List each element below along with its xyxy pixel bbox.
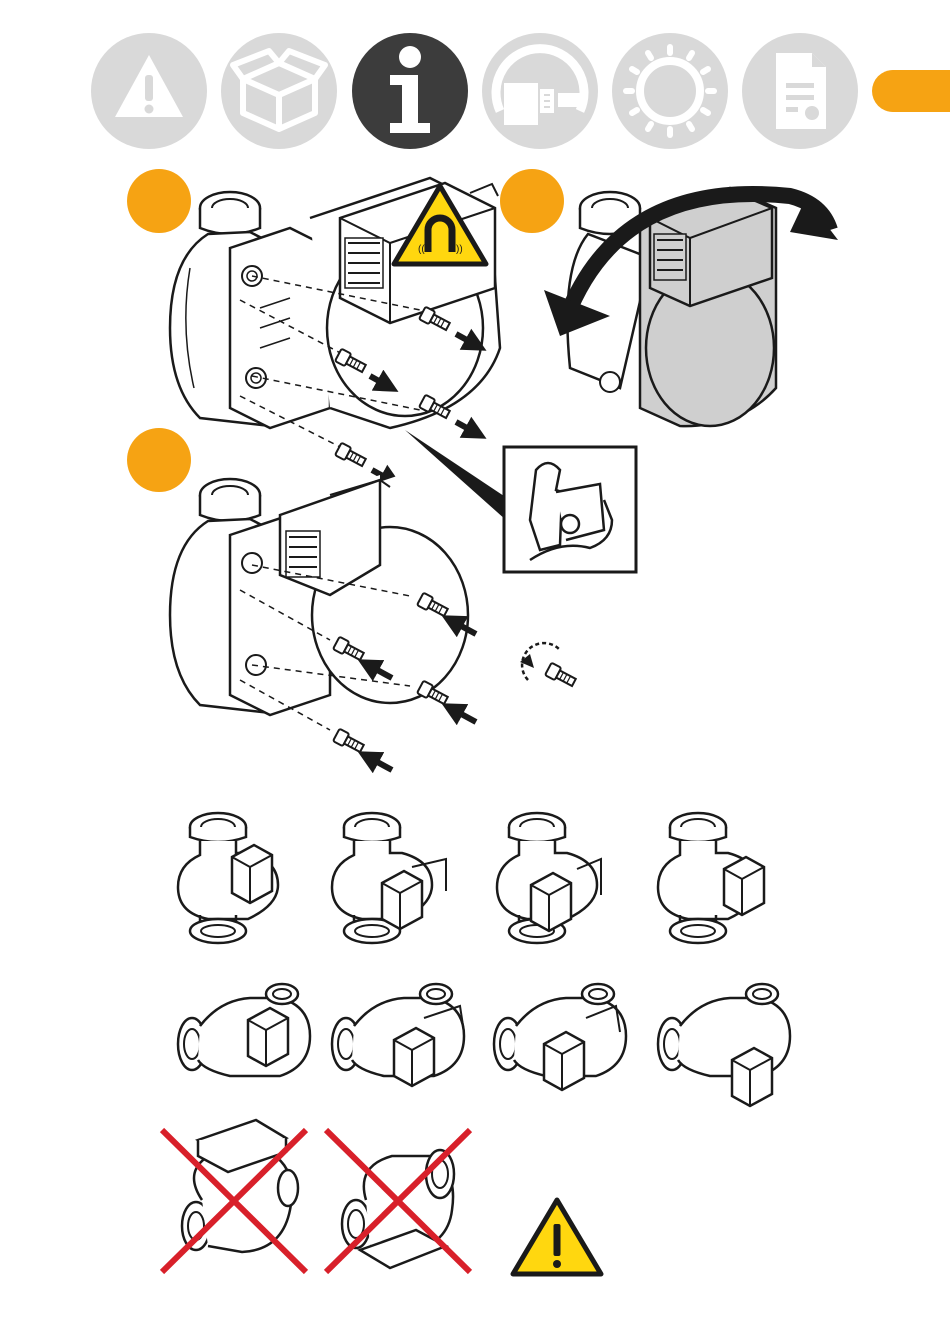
orientation-vertical-3	[497, 813, 601, 943]
caution-warning-icon	[513, 1200, 601, 1274]
pump-step-3	[170, 465, 468, 715]
step-3-marker	[127, 428, 191, 492]
dial-icon[interactable]	[612, 33, 728, 149]
box-icon[interactable]	[221, 33, 337, 149]
orientation-vertical-1	[178, 813, 278, 943]
orientation-forbidden-1	[162, 1120, 306, 1272]
orientation-vertical-2	[332, 813, 446, 943]
header-icon-bar	[91, 33, 950, 149]
svg-text:((: ((	[418, 244, 425, 255]
section-tab	[872, 70, 950, 112]
orientation-horizontal-4	[658, 984, 790, 1106]
tighten-screw-icon	[520, 643, 577, 689]
step-2-marker	[500, 169, 564, 233]
step-1-marker	[127, 169, 191, 233]
orientation-horizontal-1	[178, 984, 310, 1076]
document-icon[interactable]	[742, 33, 858, 149]
orientation-vertical-4	[658, 813, 764, 943]
step-2-rotate-motor-head	[500, 169, 838, 426]
horizontal-orientations-allowed	[178, 984, 790, 1106]
vertical-orientations-allowed	[178, 813, 764, 943]
warning-icon[interactable]	[91, 33, 207, 149]
orientation-forbidden-2	[326, 1130, 470, 1272]
grip-detail-callout	[504, 447, 636, 572]
orientation-horizontal-2	[332, 984, 464, 1086]
orientation-horizontal-3	[494, 984, 626, 1090]
pump-step-2	[567, 188, 776, 426]
tap-icon[interactable]	[482, 33, 598, 149]
orientations-not-allowed	[162, 1120, 470, 1272]
info-icon[interactable]	[352, 33, 468, 149]
svg-text:)): ))	[456, 244, 463, 255]
